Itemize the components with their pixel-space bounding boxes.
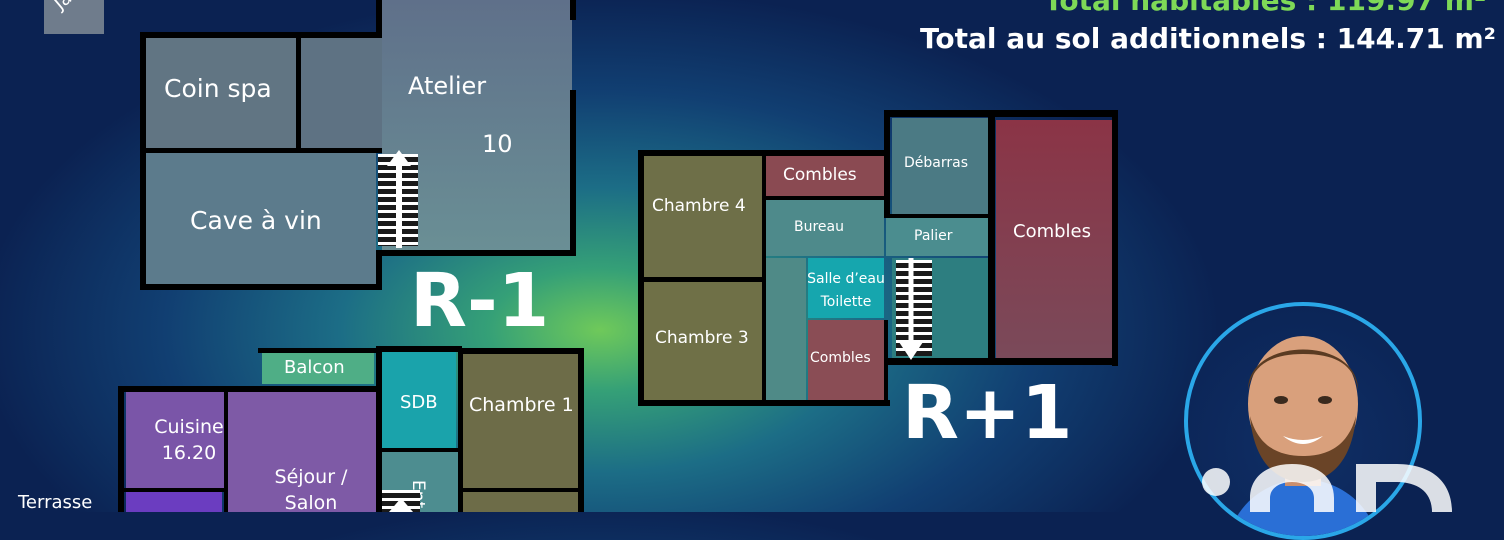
room-label: Combles	[783, 165, 857, 185]
room-label: Chambre 3	[655, 328, 749, 348]
wall	[766, 196, 886, 200]
wall	[578, 348, 584, 512]
room-salle-eau[interactable]: Salle d’eau Toilette	[807, 258, 885, 318]
wall	[140, 32, 382, 38]
room-label: Balcon	[284, 357, 345, 378]
wall	[376, 0, 382, 32]
room-label: Chambre 4	[652, 196, 746, 216]
room-label: Combles	[810, 350, 871, 366]
arrow-up-icon	[389, 498, 413, 512]
room-label-line2: Salon	[284, 492, 338, 514]
total-sol-additionnels: Total au sol additionnels : 144.71 m²	[920, 22, 1496, 55]
wall	[124, 488, 224, 492]
label-terrasse: Terrasse	[18, 492, 93, 513]
room-label: Coin spa	[164, 74, 272, 103]
wall	[296, 38, 301, 150]
room-spa-annex	[300, 38, 382, 150]
wall	[638, 400, 890, 406]
wall	[462, 488, 582, 492]
room-corridor	[766, 258, 806, 400]
wall	[118, 386, 124, 512]
wall	[380, 448, 460, 452]
room-sejour-salon[interactable]: Séjour / Salon	[228, 392, 380, 514]
room-violet-block	[126, 492, 222, 512]
room-palier[interactable]: Palier	[886, 218, 988, 256]
wall	[884, 110, 1118, 117]
room-combles-top[interactable]: Combles	[766, 156, 884, 196]
room-label: Bureau	[794, 219, 844, 235]
wall	[762, 156, 766, 400]
arrow-down-icon	[899, 258, 923, 360]
brand-watermark	[1196, 462, 1496, 512]
room-label: Atelier	[408, 72, 487, 100]
room-chambre-1-lower	[462, 492, 580, 512]
room-chambre-4[interactable]: Chambre 4	[644, 156, 762, 278]
room-cuisine[interactable]: Cuisine 16.20	[126, 392, 226, 488]
wall	[1112, 110, 1118, 366]
room-cave-a-vin[interactable]: Cave à vin	[146, 152, 376, 284]
room-bureau[interactable]: Bureau	[766, 200, 884, 256]
wall	[886, 358, 1118, 365]
room-label: Débarras	[904, 155, 968, 171]
wall	[258, 348, 380, 353]
room-chambre-1[interactable]: Chambre 1	[462, 354, 580, 488]
wall	[570, 0, 576, 20]
room-label: Cuisine	[154, 416, 224, 438]
room-label: Palier	[914, 228, 953, 244]
wall	[140, 284, 382, 290]
room-label: Cave à vin	[190, 206, 322, 235]
room-label-line2: 16.20	[161, 442, 217, 464]
wall	[118, 386, 380, 392]
room-label: Séjour /	[274, 466, 348, 488]
room-label-line2: Toilette	[820, 294, 872, 310]
wall	[462, 348, 584, 354]
wall	[884, 110, 890, 218]
room-label: Salle d’eau	[807, 271, 885, 287]
room-chambre-3[interactable]: Chambre 3	[644, 282, 762, 400]
corner-tag-label: Jar	[50, 0, 82, 14]
total-habitables: Total habitables : 119.97 m²	[1044, 0, 1487, 17]
level-label-r+1: R+1	[902, 370, 1073, 456]
room-coin-spa[interactable]: Coin spa	[146, 38, 298, 150]
room-balcon[interactable]: Balcon	[262, 352, 374, 384]
wall	[988, 116, 995, 360]
corner-tag: Jar	[44, 0, 104, 34]
wall	[146, 148, 382, 153]
wall	[888, 214, 990, 218]
wall	[378, 346, 462, 352]
wall	[644, 277, 764, 282]
arrow-up-icon	[387, 150, 411, 248]
level-label-r-1: R-1	[410, 258, 550, 344]
wall	[224, 392, 228, 512]
room-label: SDB	[400, 392, 438, 413]
room-sdb[interactable]: SDB	[382, 352, 456, 448]
stairs-r+1	[896, 260, 932, 356]
room-debarras[interactable]: Débarras	[892, 118, 988, 214]
wall	[376, 250, 576, 256]
wall	[570, 90, 576, 256]
wall	[140, 32, 146, 290]
wall	[638, 150, 888, 156]
wall	[458, 348, 463, 512]
room-number: 10	[482, 130, 513, 158]
wall	[376, 250, 382, 290]
wall	[638, 150, 644, 406]
room-combles-small[interactable]: Combles	[808, 320, 886, 400]
wall	[376, 346, 382, 512]
room-combles-right[interactable]: Combles	[996, 120, 1114, 360]
wall	[884, 320, 888, 406]
room-label: Chambre 1	[469, 394, 574, 416]
room-label: Combles	[1013, 221, 1091, 242]
